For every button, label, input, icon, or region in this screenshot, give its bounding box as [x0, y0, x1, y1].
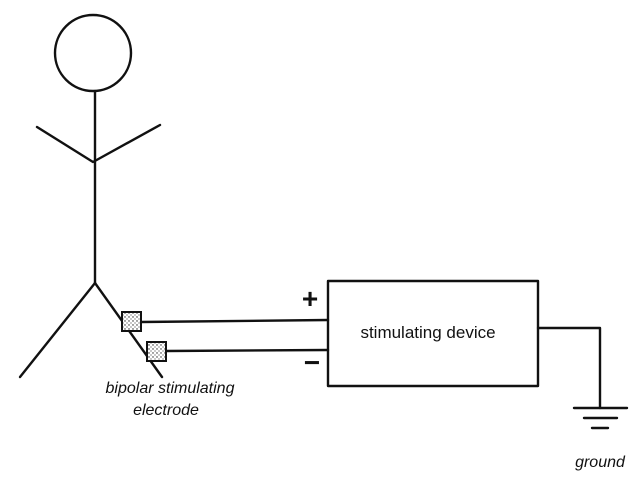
device-label: stimulating device [360, 323, 495, 342]
electrode-label-line1: bipolar stimulating [106, 380, 235, 397]
electrode-contact-positive [121, 311, 142, 332]
bipolar-electrode [121, 311, 167, 362]
negative-lead-wire [164, 348, 330, 353]
lead-wires [139, 318, 602, 410]
negative-terminal-sign: − [304, 347, 320, 378]
figure-head [53, 13, 133, 93]
stimulating-device-box [326, 279, 540, 388]
positive-lead-wire [139, 318, 330, 324]
electrode-label-line2: electrode [133, 402, 199, 419]
ground-symbol [572, 406, 629, 430]
positive-terminal-sign: + [302, 283, 318, 314]
ground-label: ground [575, 454, 626, 471]
electrode-contact-negative [146, 341, 167, 362]
figure-left-leg [18, 281, 97, 379]
figure-arms [35, 123, 162, 164]
ground-wire [536, 326, 602, 410]
